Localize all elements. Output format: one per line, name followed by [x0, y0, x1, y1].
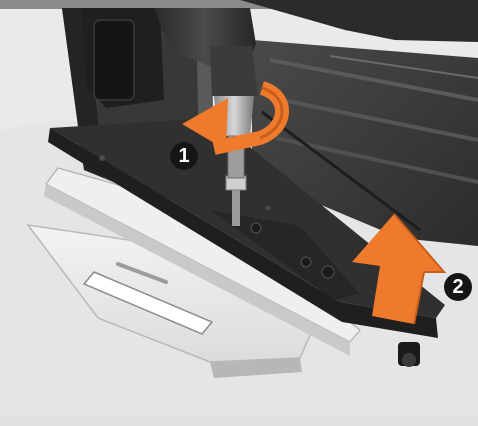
slat — [269, 58, 478, 102]
top-band — [0, 0, 478, 9]
beam-foot-screw — [402, 353, 416, 367]
tool-nose — [210, 46, 258, 96]
bolt — [265, 205, 271, 211]
slat — [275, 136, 478, 184]
step-marker-2: 2 — [444, 273, 472, 301]
bolt — [250, 222, 262, 234]
bottom-strip — [0, 416, 478, 426]
bolt — [99, 155, 105, 161]
lift-arrow-icon — [352, 213, 447, 325]
upper-arm — [240, 0, 478, 42]
bolt — [300, 256, 312, 268]
screw-shank — [232, 186, 240, 226]
plate-slot-hole — [116, 262, 168, 284]
plate-slot — [82, 271, 214, 335]
slat — [329, 55, 478, 79]
bolt — [321, 265, 335, 279]
beam-plate — [210, 210, 360, 300]
rotation-arrow-icon — [182, 81, 289, 155]
rail-side — [44, 184, 350, 356]
slat — [271, 96, 478, 142]
plate-edge — [210, 358, 302, 378]
step-marker-1: 1 — [170, 142, 198, 170]
tool-grip-pad — [93, 19, 135, 101]
cross-brace — [261, 110, 421, 232]
